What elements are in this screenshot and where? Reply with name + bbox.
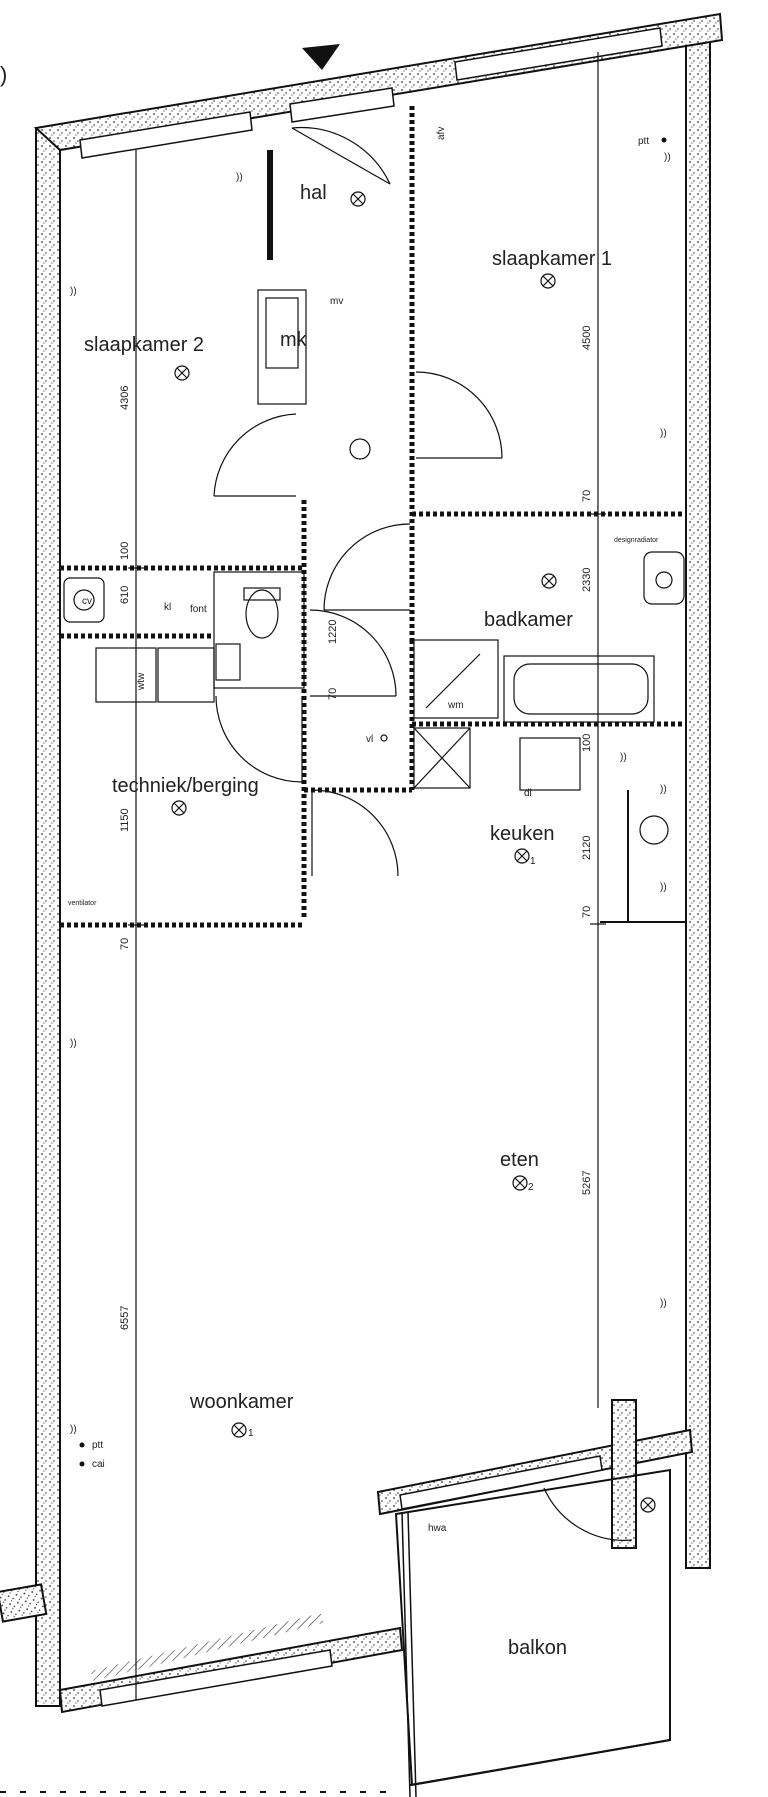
dim-5267: 5267 bbox=[581, 1171, 593, 1195]
label-ptt-top: ptt bbox=[638, 136, 649, 147]
svg-text:)): )) bbox=[70, 286, 77, 297]
svg-text:)): )) bbox=[660, 784, 667, 795]
svg-text:)): )) bbox=[236, 172, 243, 183]
label-vl: vl bbox=[366, 734, 373, 745]
label-designradiator: designradiator bbox=[614, 537, 659, 544]
svg-text:)): )) bbox=[664, 152, 671, 163]
dim-6557: 6557 bbox=[119, 1306, 131, 1330]
label-wtw: wtw bbox=[136, 672, 147, 691]
label-num-eten: 2 bbox=[528, 1182, 534, 1193]
room-label-slaapkamer-2: slaapkamer 2 bbox=[84, 334, 204, 356]
label-mv: mv bbox=[330, 296, 343, 307]
annotations: ptt ptt cai vl hwa ventilator designradi… bbox=[68, 127, 667, 1534]
dim-2330: 2330 bbox=[581, 568, 593, 592]
label-wm: wm bbox=[447, 700, 464, 711]
svg-text:)): )) bbox=[660, 882, 667, 893]
svg-text:)): )) bbox=[70, 1424, 77, 1435]
svg-text:)): )) bbox=[70, 1038, 77, 1049]
balcony bbox=[394, 1468, 671, 1797]
label-dl: dl bbox=[524, 788, 532, 799]
dim-100-right: 100 bbox=[581, 734, 593, 752]
dim-1150: 1150 bbox=[119, 808, 131, 832]
label-cai: cai bbox=[92, 1459, 105, 1470]
dimension-texts: 4500 4306 2330 1220 2120 5267 6557 1150 … bbox=[119, 326, 593, 1330]
light-fixtures bbox=[171, 191, 656, 1513]
dim-70-keuken: 70 bbox=[581, 906, 593, 918]
svg-text:)): )) bbox=[660, 428, 667, 439]
room-label-techniek-berging: techniek/berging bbox=[112, 775, 259, 797]
room-label-meterkast: mk bbox=[280, 329, 308, 351]
label-ptt-bottom: ptt bbox=[92, 1440, 103, 1451]
outlets: )) )) )) )) )) )) )) )) )) )) bbox=[70, 152, 671, 1435]
dim-70-toilet: 70 bbox=[327, 688, 339, 700]
interior-walls bbox=[60, 106, 686, 928]
room-label-woonkamer: woonkamer bbox=[189, 1391, 294, 1413]
room-labels: hal slaapkamer 1 slaapkamer 2 mk badkame… bbox=[84, 182, 612, 1659]
svg-text:)): )) bbox=[660, 1298, 667, 1309]
dim-4500: 4500 bbox=[581, 326, 593, 350]
label-hwa: hwa bbox=[428, 1523, 447, 1534]
room-label-eten: eten bbox=[500, 1149, 539, 1171]
room-label-hal: hal bbox=[300, 182, 327, 204]
north-arrow-icon bbox=[302, 44, 340, 70]
dim-610: 610 bbox=[119, 586, 131, 604]
label-kl: kl bbox=[164, 602, 171, 613]
dim-70-techniek: 70 bbox=[119, 938, 131, 950]
label-fontein: font bbox=[190, 604, 207, 615]
dim-70-badkamer: 70 bbox=[581, 490, 593, 502]
edge-paren-text: ) bbox=[0, 62, 7, 87]
room-label-slaapkamer-1: slaapkamer 1 bbox=[492, 248, 612, 270]
label-num-keuken: 1 bbox=[530, 856, 536, 867]
doors bbox=[213, 126, 633, 1541]
room-label-balkon: balkon bbox=[508, 1637, 567, 1659]
room-label-keuken: keuken bbox=[490, 823, 555, 845]
dim-100-left: 100 bbox=[119, 542, 131, 560]
label-ventilator: ventilator bbox=[68, 900, 97, 907]
dim-4306: 4306 bbox=[119, 386, 131, 410]
label-cv: cv bbox=[82, 596, 92, 607]
dim-1220: 1220 bbox=[327, 620, 339, 644]
room-label-badkamer: badkamer bbox=[484, 609, 573, 631]
label-afv: afv bbox=[436, 127, 447, 140]
exterior-walls bbox=[0, 12, 724, 1714]
svg-text:)): )) bbox=[620, 752, 627, 763]
label-num-woonkamer: 1 bbox=[248, 1428, 254, 1439]
dim-2120: 2120 bbox=[581, 836, 593, 860]
dimension-lines bbox=[128, 52, 606, 1700]
